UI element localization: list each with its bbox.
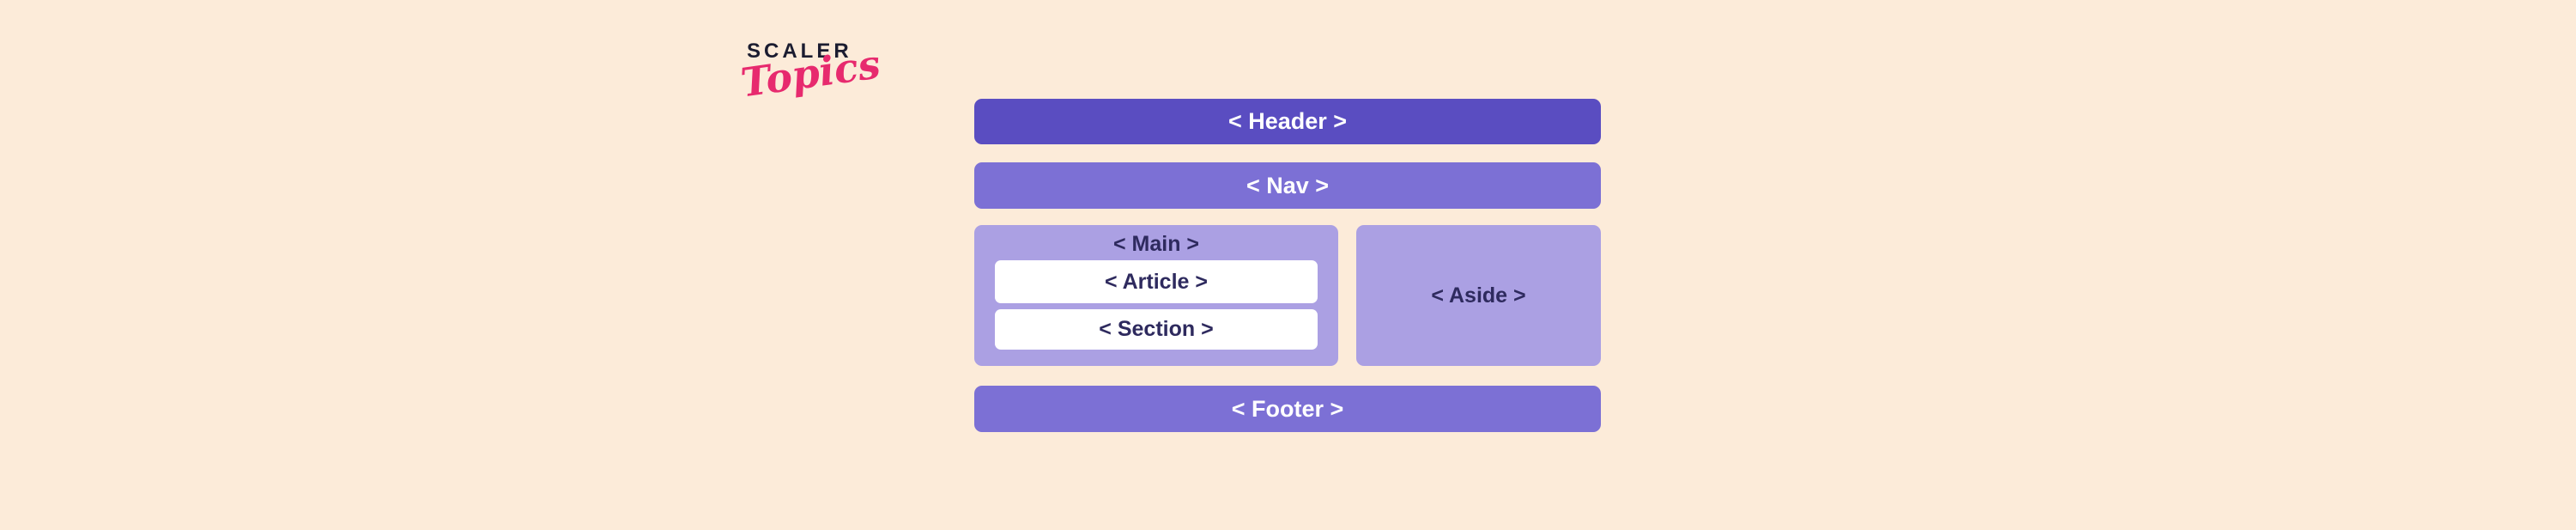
main-element-box: < Main > < Article > < Section >	[974, 225, 1338, 366]
nav-element-box: < Nav >	[974, 162, 1601, 209]
article-element-label: < Article >	[1105, 269, 1208, 294]
aside-element-box: < Aside >	[1356, 225, 1601, 366]
section-element-box: < Section >	[995, 309, 1318, 350]
footer-element-label: < Footer >	[1231, 395, 1344, 422]
logo-brand-text: SCALER	[747, 40, 852, 63]
aside-element-label: < Aside >	[1431, 283, 1526, 308]
header-element-label: < Header >	[1227, 108, 1348, 134]
nav-element-label: < Nav >	[1246, 172, 1330, 198]
main-aside-row: < Main > < Article > < Section > < Aside…	[974, 225, 1601, 366]
header-element-box: < Header >	[974, 99, 1601, 144]
article-element-box: < Article >	[995, 260, 1318, 303]
scaler-topics-logo: SCALER Topics	[738, 40, 883, 106]
section-element-label: < Section >	[1099, 317, 1214, 341]
html-semantic-layout-diagram: < Header > < Nav > < Main > < Article > …	[974, 99, 1601, 432]
footer-element-box: < Footer >	[974, 386, 1601, 432]
main-element-label: < Main >	[1112, 232, 1200, 256]
